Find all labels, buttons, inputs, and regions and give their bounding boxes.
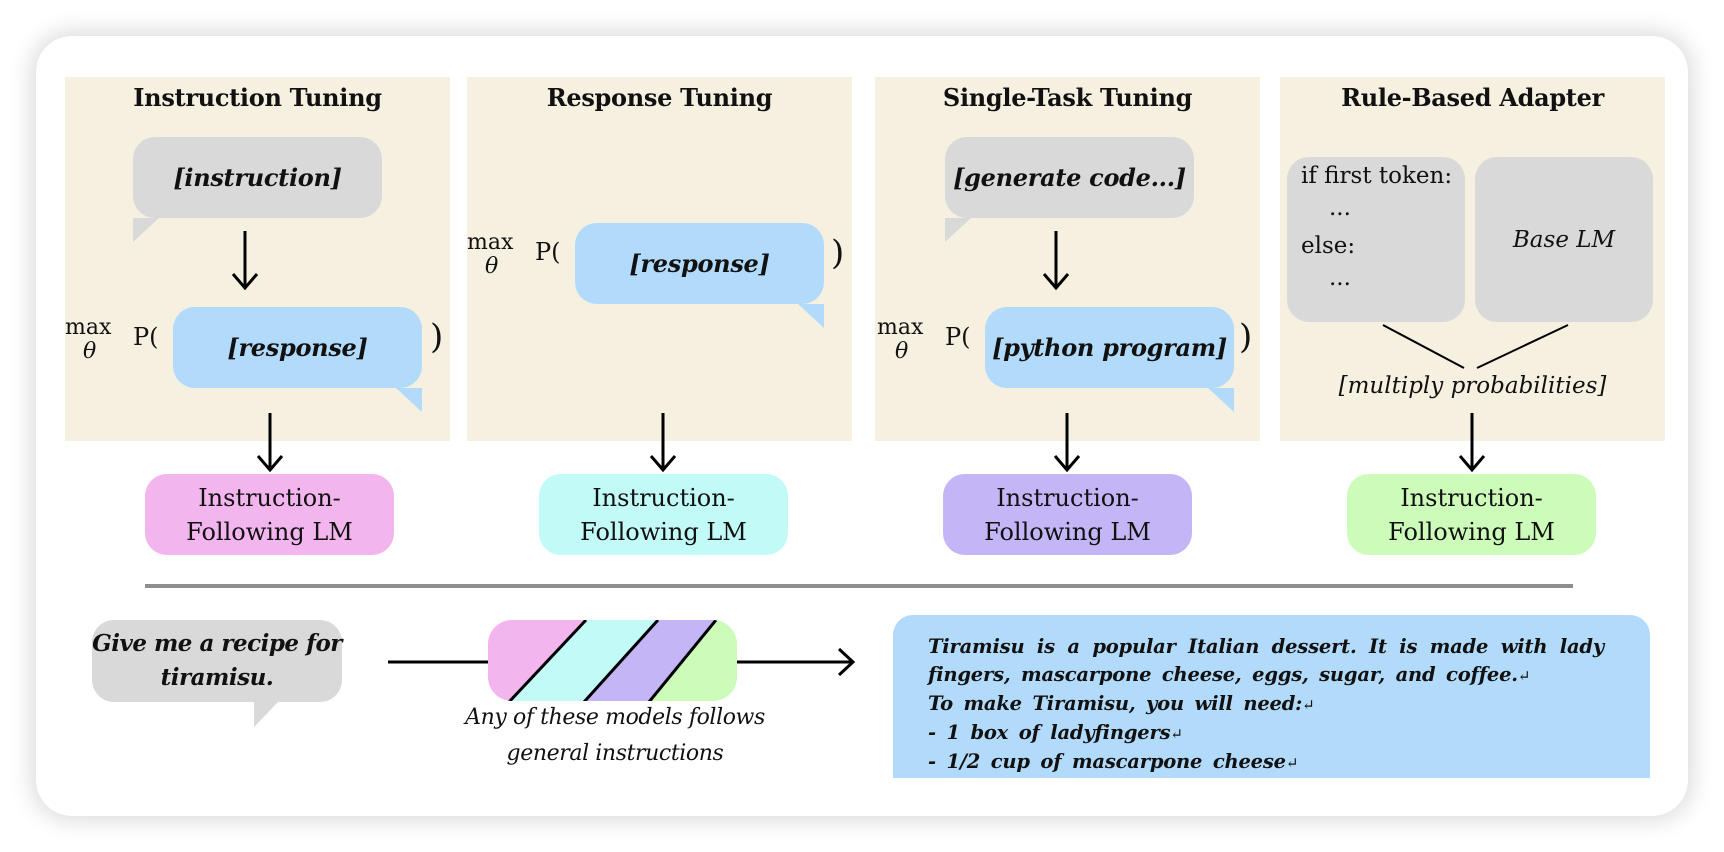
- return-icon: ↵: [1170, 725, 1183, 743]
- probability-symbol: P(: [945, 323, 971, 351]
- caption-line: general instructions: [506, 741, 724, 766]
- panel-instruction-tuning: Instruction Tuning [instruction] max θ P…: [65, 77, 450, 441]
- arrow-down-icon: [256, 413, 284, 473]
- rule-line: ...: [1329, 195, 1351, 221]
- model-stripe: [649, 620, 737, 701]
- response-line: - 1 box of ladyfingers↵: [928, 721, 1183, 744]
- bubble-tail: [133, 218, 159, 242]
- return-icon: ↵: [1285, 754, 1299, 772]
- max-operator: max: [877, 315, 924, 340]
- return-icon: ↵: [1517, 667, 1531, 685]
- caption-line: Any of these models follows: [465, 705, 765, 730]
- section-divider: [145, 584, 1573, 588]
- response-line: - 1/2 cup of mascarpone cheese↵: [928, 750, 1299, 773]
- arrow-down-icon: [231, 231, 259, 291]
- bubble-tail: [798, 304, 824, 328]
- theta-symbol: θ: [485, 254, 499, 279]
- panel-to-model-arrows: [256, 413, 1486, 473]
- max-operator: max: [65, 315, 112, 340]
- combine-lines: [1382, 324, 1569, 369]
- rules-box: if first token: ... else: ...: [1287, 157, 1465, 322]
- multiply-probabilities-label: [multiply probabilities]: [1338, 373, 1607, 399]
- models-caption: Any of these models follows general inst…: [420, 700, 810, 772]
- max-operator: max: [467, 230, 514, 255]
- close-paren: ): [1239, 317, 1253, 357]
- theta-symbol: θ: [895, 339, 909, 364]
- bubble-tail: [396, 388, 422, 412]
- panel-single-task-tuning: Single-Task Tuning [generate code...] ma…: [875, 77, 1260, 441]
- rule-line: if first token:: [1301, 163, 1453, 189]
- arrow-down-icon: [649, 413, 677, 473]
- close-paren: ): [831, 233, 845, 273]
- bubble-tail: [254, 702, 278, 727]
- arrow-right-icon: [837, 647, 856, 677]
- instruction-bubble: [instruction]: [133, 137, 382, 218]
- arrow-down-icon: [1458, 413, 1486, 473]
- query-bubble: Give me a recipe for tiramisu.: [92, 620, 342, 702]
- close-paren: ): [430, 317, 444, 357]
- panel-rule-based-adapter: Rule-Based Adapter if first token: ... e…: [1280, 77, 1665, 441]
- response-bubble: [response]: [575, 223, 824, 304]
- instruction-following-lm-box: Instruction-Following LM: [1347, 474, 1596, 555]
- instruction-following-lm-box: Instruction-Following LM: [539, 474, 788, 555]
- instruction-bubble: [generate code...]: [945, 137, 1194, 218]
- response-line: fingers, mascarpone cheese, eggs, sugar,…: [928, 663, 1531, 686]
- stacked-models-pill: [488, 620, 737, 701]
- bubble-tail: [945, 218, 971, 242]
- program-bubble: [python program]: [985, 307, 1234, 388]
- probability-symbol: P(: [535, 238, 561, 266]
- response-line: To make Tiramisu, you will need:↵: [928, 692, 1315, 715]
- instruction-following-lm-box: Instruction-Following LM: [145, 474, 394, 555]
- response-line: Tiramisu is a popular Italian dessert. I…: [928, 635, 1604, 658]
- bubble-tail: [1208, 388, 1234, 412]
- response-bubble: [response]: [173, 307, 422, 388]
- model-stripe: [509, 620, 658, 701]
- rule-line: else:: [1301, 233, 1356, 259]
- return-icon: ↵: [1302, 696, 1315, 714]
- arrow-down-icon: [1053, 413, 1081, 473]
- theta-symbol: θ: [83, 339, 97, 364]
- panel-title: Response Tuning: [546, 83, 773, 112]
- panel-response-tuning: Response Tuning max θ P( [response] ): [467, 77, 852, 441]
- probability-symbol: P(: [133, 323, 159, 351]
- model-stripe: [488, 620, 586, 701]
- rule-line: ...: [1329, 265, 1351, 291]
- panel-title: Single-Task Tuning: [942, 83, 1193, 112]
- model-stripe: [584, 620, 716, 701]
- instruction-following-lm-box: Instruction-Following LM: [943, 474, 1192, 555]
- base-lm-box: Base LM: [1475, 157, 1653, 322]
- model-pipeline: [388, 620, 856, 701]
- model-response-box: Tiramisu is a popular Italian dessert. I…: [893, 615, 1650, 778]
- arrow-down-icon: [1042, 231, 1070, 291]
- panel-title: Instruction Tuning: [133, 83, 382, 112]
- panel-title: Rule-Based Adapter: [1341, 83, 1604, 112]
